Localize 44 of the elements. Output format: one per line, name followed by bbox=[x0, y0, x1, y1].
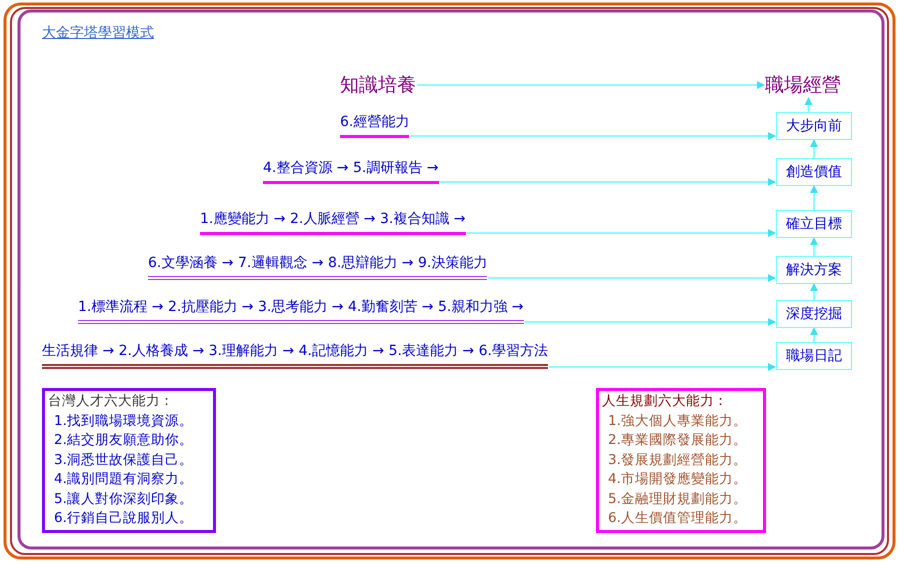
list-item: 1.強大個人專業能力。 bbox=[607, 412, 748, 430]
sequence-text: 1.標準流程 → 2.抗壓能力 → 3.思考能力 → 4.勤奮刻苦 → 5.親和力強 → bbox=[78, 296, 524, 324]
list-item: 6.人生價值管理能力。 bbox=[607, 509, 748, 528]
arrow bbox=[810, 185, 818, 210]
arrow bbox=[548, 363, 776, 371]
sequence-text: 生活規律 → 2.人格養成 → 3.理解能力 → 4.記憶能力 → 5.表達能力 → 6.學習方法 bbox=[42, 340, 548, 369]
sequence-text: 6.文學涵養 → 7.邏輯觀念 → 8.思辯能力 → 9.決策能力 bbox=[148, 252, 488, 280]
list-item: 4.識別問題有洞察力。 bbox=[53, 470, 194, 489]
arrow bbox=[440, 178, 776, 186]
list-item: 2.結交朋友願意助你。 bbox=[53, 431, 194, 450]
stage-box: 大步向前 bbox=[776, 112, 852, 140]
list-item: 2.專業國際發展能力。 bbox=[607, 431, 748, 450]
start-label: 知識培養 bbox=[340, 72, 416, 98]
arrow bbox=[466, 229, 776, 237]
sequence-text: 4.整合資源 → 5.調研報告 → bbox=[263, 157, 439, 184]
arrow bbox=[524, 318, 776, 326]
stage-box: 深度挖掘 bbox=[776, 300, 852, 328]
list-item: 3.洞悉世故保護自己。 bbox=[53, 450, 194, 470]
title: 大金字塔學習模式 bbox=[42, 24, 154, 42]
stage-box: 解決方案 bbox=[776, 256, 852, 284]
list-item: 5.金融理財規劃能力。 bbox=[607, 490, 748, 508]
list-box bbox=[596, 388, 766, 532]
arrow bbox=[410, 132, 776, 140]
arrow bbox=[810, 139, 818, 158]
stage-box: 創造價值 bbox=[776, 158, 852, 186]
stage-box: 確立目標 bbox=[776, 210, 852, 238]
stage-box: 職場日記 bbox=[776, 342, 852, 370]
list-box bbox=[42, 388, 216, 532]
list-item: 1.找到職場環境資源。 bbox=[53, 412, 194, 430]
arrow bbox=[804, 97, 812, 112]
arrow bbox=[810, 327, 818, 342]
arrow bbox=[488, 274, 776, 282]
goal-label: 職場經營 bbox=[765, 72, 841, 98]
sequence-text: 1.應變能力 → 2.人脈經營 → 3.複合知識 → bbox=[200, 208, 466, 235]
sequence-text: 6.經營能力 bbox=[340, 111, 410, 138]
list-heading: 台灣人才六大能力 : bbox=[48, 392, 170, 411]
list-item: 3.發展規劃經營能力。 bbox=[607, 450, 748, 470]
list-item: 6.行銷自己說服別人。 bbox=[53, 509, 194, 528]
arrow bbox=[810, 283, 818, 300]
list-item: 4.市場開發應變能力。 bbox=[607, 470, 748, 489]
list-item: 5.讓人對你深刻印象。 bbox=[53, 490, 194, 508]
arrow bbox=[417, 81, 765, 89]
arrow bbox=[810, 237, 818, 256]
list-heading: 人生規劃六大能力 : bbox=[602, 392, 724, 411]
